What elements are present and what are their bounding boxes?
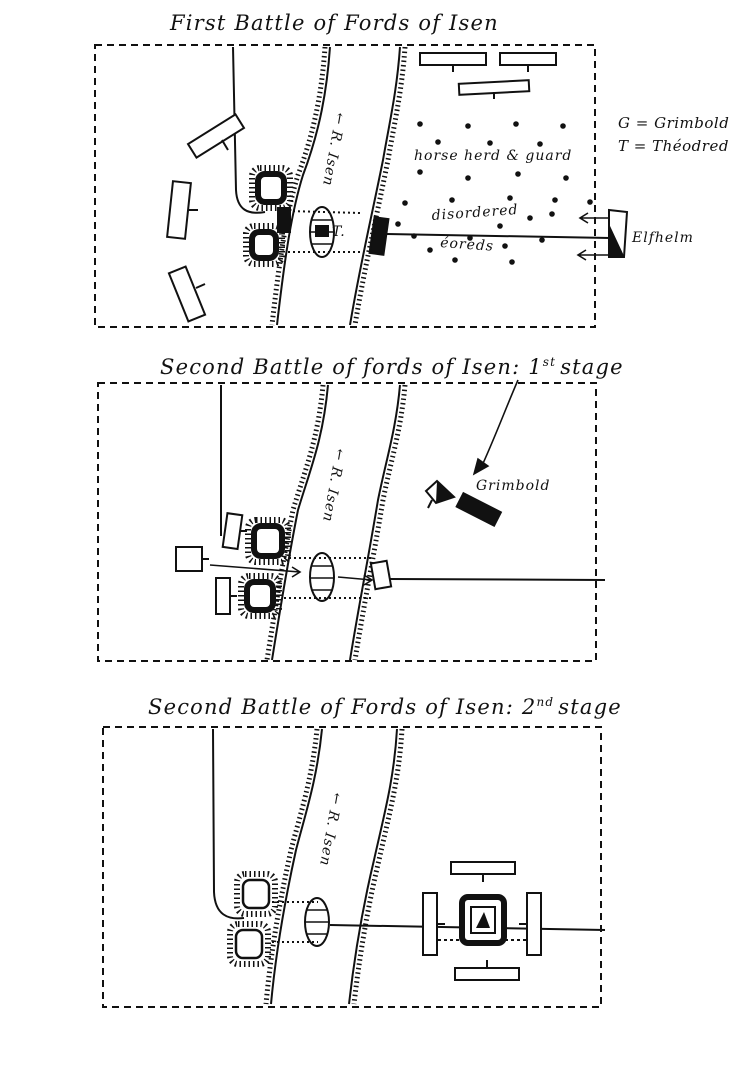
panel-3-dike-south (227, 921, 271, 967)
panel-1-ford-marker-label: T. (332, 224, 346, 240)
panel-1-west-bank (276, 46, 331, 326)
panel-first-battle: First Battle of Fords of Isen ← R. Isen … (94, 11, 729, 328)
panel-1-frame (94, 44, 596, 328)
panel-3-river-label: ← R. Isen (316, 791, 345, 867)
panel-2-east-ford-guard (369, 559, 393, 591)
panel-2-east-bank (349, 384, 401, 661)
panel-3-frame (102, 726, 602, 1008)
panel-3-east-bank-shore (351, 728, 405, 1005)
panel-1-unit-west-2 (166, 180, 198, 240)
panel-2-unit-west-1 (221, 512, 247, 551)
panel-1-grimbold-marker (277, 207, 291, 233)
panel-2-frame (97, 382, 597, 662)
panel-1-river-label: ← R. Isen (319, 111, 348, 187)
panel-1-dike-south (243, 223, 285, 267)
panel-3-west-bank (270, 728, 323, 1005)
panel-1-unit-west-3 (167, 265, 207, 323)
panel-2-east-bank-shore (352, 384, 408, 661)
panel-2-west-bank (271, 384, 329, 661)
panel-1-east-bank (349, 46, 401, 326)
panel-2-grimbold-label: Grimbold (476, 478, 550, 494)
panel-2-river-label: ← R. Isen (319, 447, 348, 523)
panel-2-island-hatch (310, 565, 334, 591)
panel-2-grimbold-arrow (479, 379, 519, 471)
panel-1-disordered-label: disordered (431, 202, 519, 224)
panel-3-defensive-square (422, 861, 542, 981)
panel-3-dike-north (234, 871, 278, 917)
panel-2-grimbold-units (424, 479, 503, 528)
panel-2-unit-west-2 (175, 546, 209, 572)
panel-2-advance-arrow-west (209, 564, 302, 578)
panel-3-island-hatch (305, 909, 329, 935)
panel-1-unit-west-1 (186, 112, 246, 160)
panel-1-arrow-upper (578, 212, 610, 224)
panel-1-title: First Battle of Fords of Isen (169, 11, 499, 35)
panel-2-advance-arrow-east (337, 574, 374, 586)
panel-2-dike-south (238, 573, 282, 619)
panel-1-east-bank-shore (352, 46, 408, 326)
panel-1-legend-grimbold: G = Grimbold (618, 114, 729, 132)
panel-1-herd-guard-units (419, 52, 557, 99)
panel-1-arrow-lower (576, 249, 610, 261)
panel-2-east-road (389, 578, 606, 581)
panel-1-dike-north (249, 165, 293, 211)
panel-2-ford-island (309, 552, 335, 602)
panel-2-dike-north (245, 517, 291, 565)
panel-1-road (232, 46, 266, 214)
panel-3-road (212, 728, 245, 920)
panel-1-horse-herd-label: horse herd & guard (414, 148, 572, 164)
panel-1-ford-crossing (287, 210, 361, 253)
panel-1-theodred-marker (315, 225, 329, 237)
panel-2-unit-west-3 (215, 577, 237, 615)
panel-1-elfhelm-label: Elfhelm (631, 230, 694, 246)
panel-1-eoreds-label: éoreds (440, 235, 495, 255)
panel-1-west-bank-shore (269, 46, 328, 326)
panel-1-legend-theodred: T = Théodred (618, 137, 729, 155)
panel-1-east-ford-guard (368, 216, 390, 256)
panel-3-east-bank (348, 728, 398, 1005)
panel-1-east-road (386, 233, 611, 239)
panel-1-horse-herd-dots (395, 121, 593, 265)
